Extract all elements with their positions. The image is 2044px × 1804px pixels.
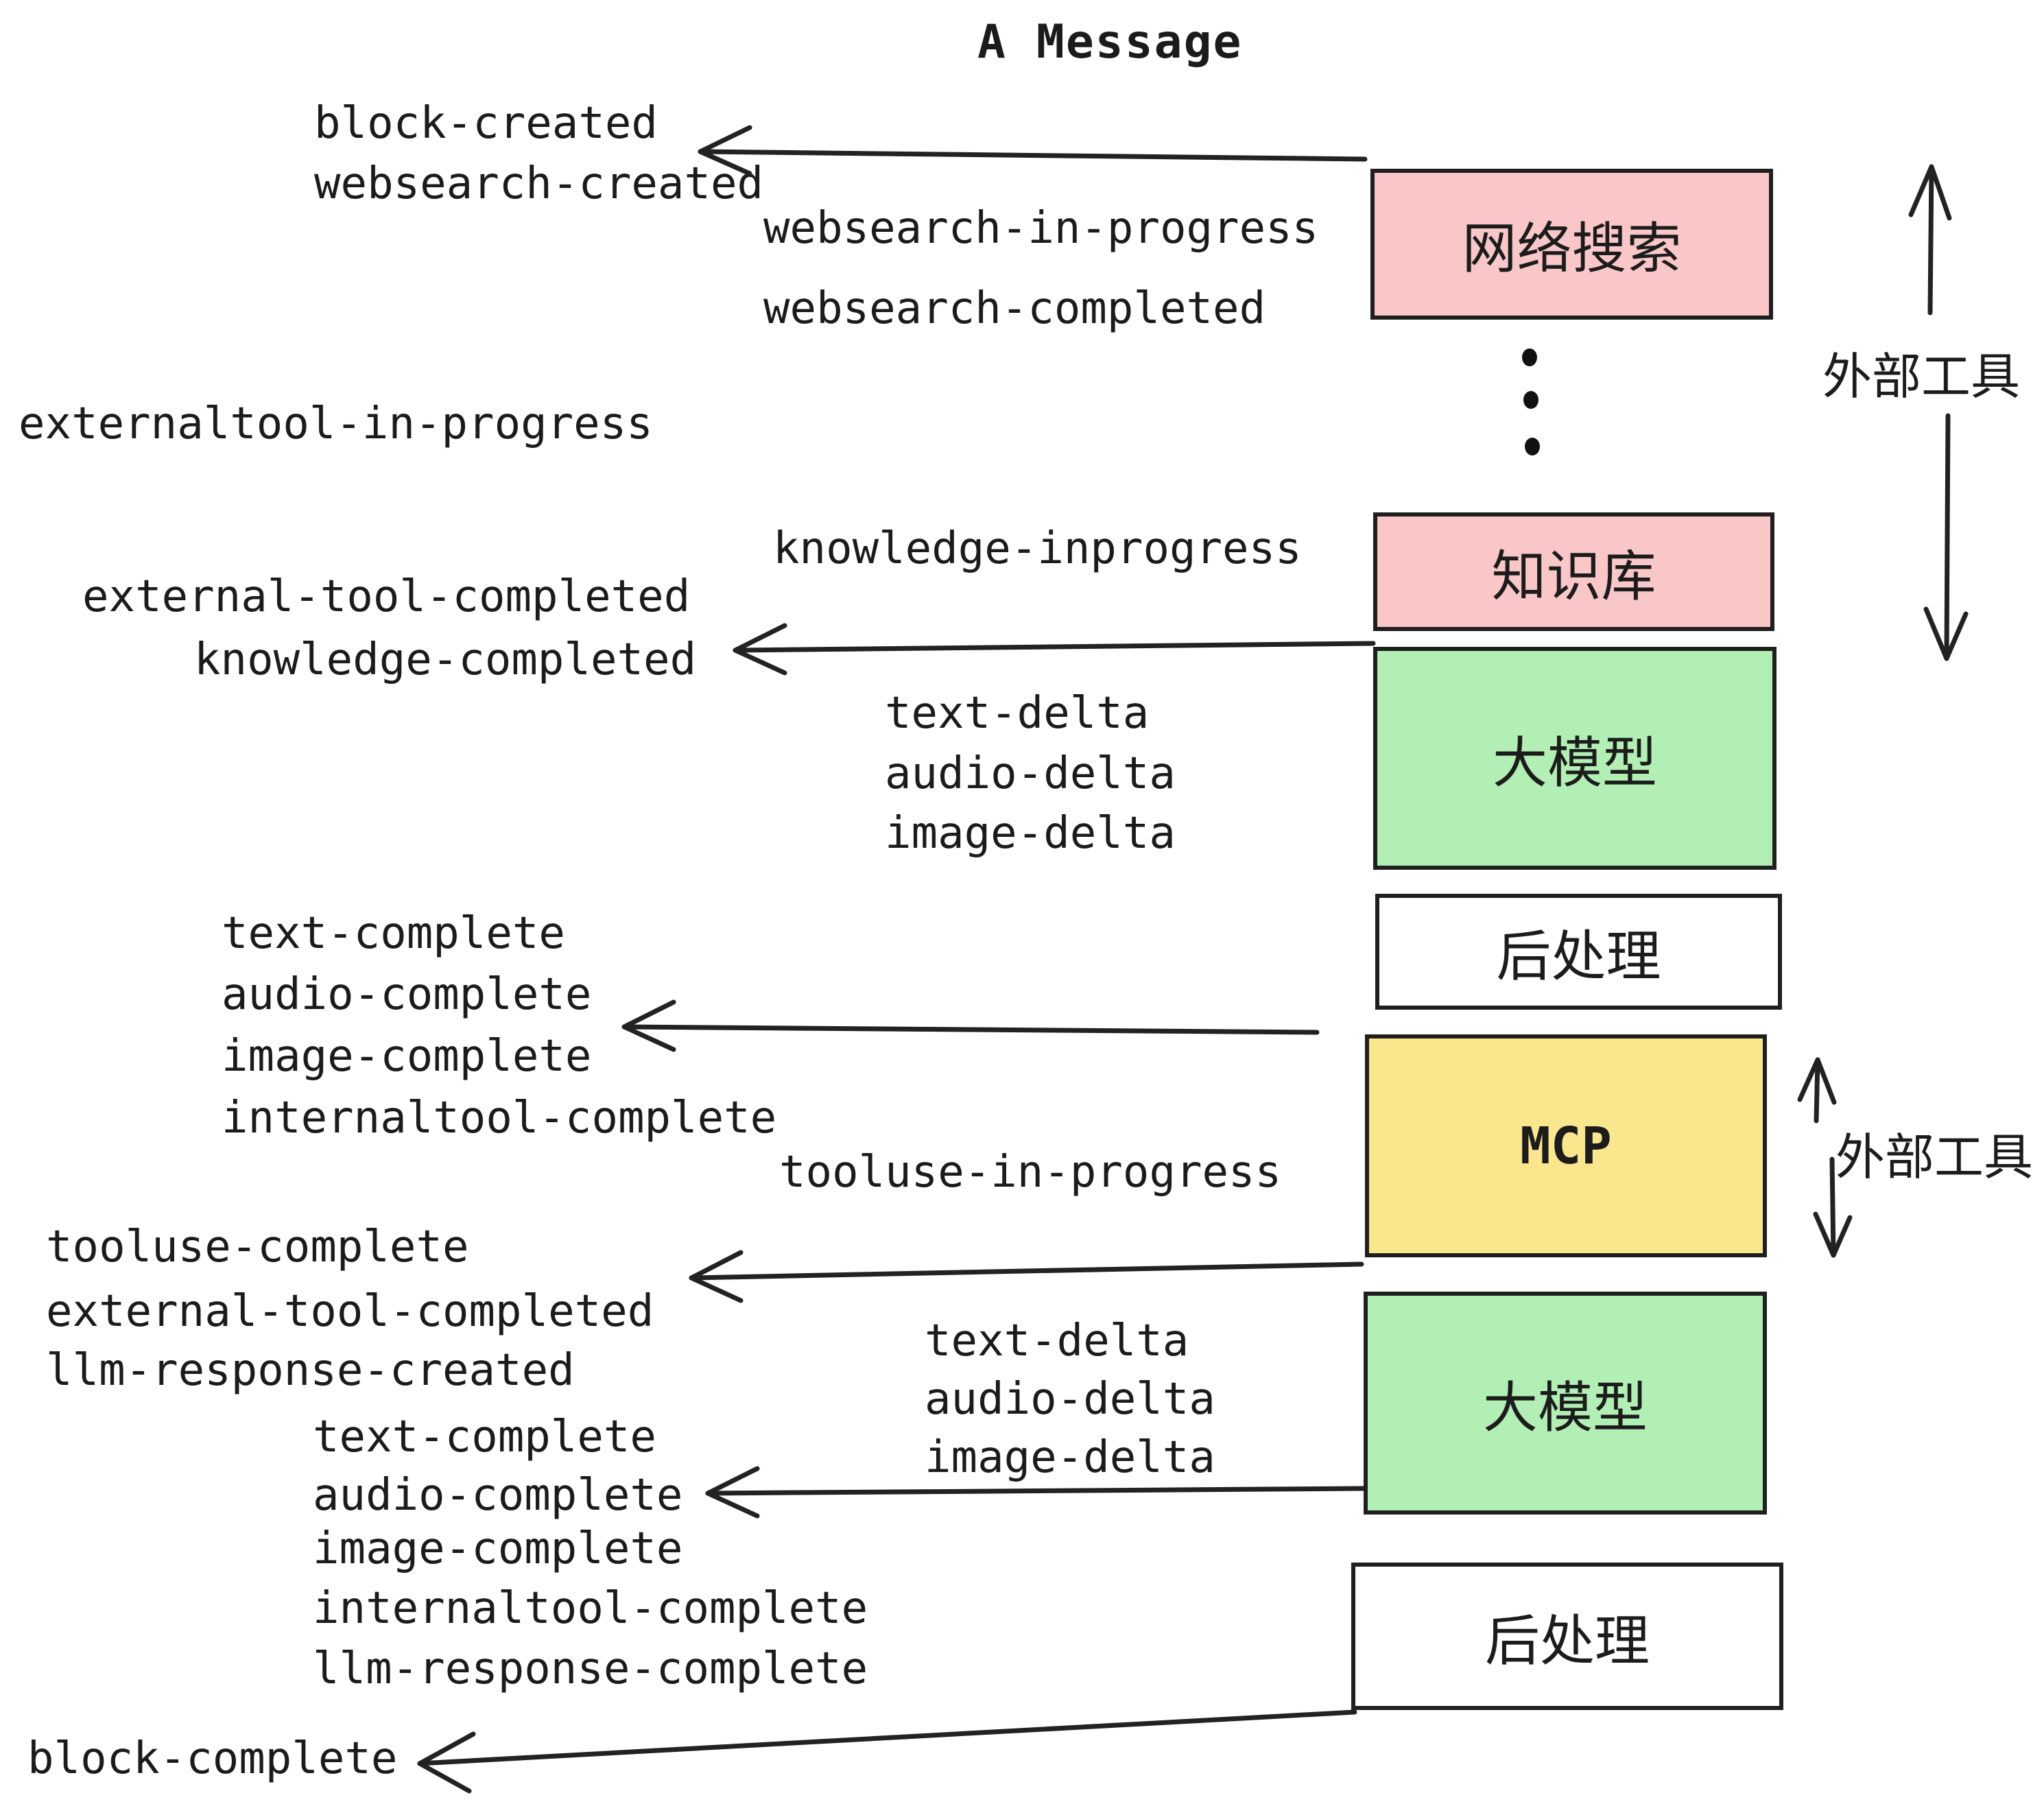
event-label-image-delta: image-delta — [885, 808, 1176, 859]
arrow-to-image-complete — [621, 999, 1320, 1052]
event-label-external-tool-completed-2: external-tool-completed — [46, 1286, 654, 1337]
event-label-block-complete: block-complete — [27, 1733, 398, 1784]
box-llm-2: 大模型 — [1364, 1292, 1767, 1515]
box-websearch-label: 网络搜索 — [1462, 217, 1682, 281]
box-llm-1-label: 大模型 — [1493, 731, 1657, 795]
box-post-2-label: 后处理 — [1485, 1609, 1650, 1673]
event-label-image-delta-2: image-delta — [925, 1432, 1215, 1483]
event-label-tooluse-complete: tooluse-complete — [46, 1222, 469, 1272]
event-label-external-tool-completed: external-tool-completed — [82, 571, 691, 622]
event-label-block-created: block-created — [314, 98, 658, 149]
annotation-external-tools-bottom: 外部工具 — [1835, 1128, 2034, 1186]
box-llm-2-label: 大模型 — [1483, 1375, 1648, 1440]
arrow-to-knowledge-completed — [733, 623, 1376, 676]
arrow-to-tooluse-complete — [689, 1250, 1364, 1303]
box-mcp-label: MCP — [1520, 1116, 1612, 1176]
box-post-2: 后处理 — [1351, 1563, 1783, 1710]
event-label-websearch-completed: websearch-completed — [763, 283, 1266, 334]
ellipsis-dot — [1525, 438, 1540, 455]
event-label-websearch-in-progress: websearch-in-progress — [763, 203, 1319, 254]
event-label-knowledge-inprogress: knowledge-inprogress — [773, 523, 1302, 574]
arrow-down-external-tools-top — [1923, 413, 1969, 661]
arrow-to-audio-complete — [705, 1466, 1366, 1519]
page-title: A Message — [977, 15, 1243, 69]
arrow-up-external-tools-bottom — [1797, 1057, 1837, 1124]
event-label-internaltool-complete: internaltool-complete — [222, 1093, 777, 1143]
event-label-audio-delta: audio-delta — [885, 748, 1176, 799]
arrow-down-external-tools-bottom — [1813, 1156, 1853, 1258]
box-post-1: 后处理 — [1375, 894, 1782, 1010]
event-label-audio-complete: audio-complete — [222, 969, 592, 1020]
event-label-text-delta: text-delta — [885, 688, 1150, 739]
event-label-websearch-created: websearch-created — [314, 158, 764, 209]
box-knowledge: 知识库 — [1373, 512, 1774, 631]
event-label-audio-delta-2: audio-delta — [925, 1374, 1215, 1425]
event-label-image-complete-2: image-complete — [313, 1523, 683, 1574]
event-label-image-complete: image-complete — [222, 1031, 592, 1082]
annotation-external-tools-top: 外部工具 — [1822, 348, 2021, 405]
event-label-text-complete: text-complete — [222, 908, 565, 959]
event-label-text-delta-2: text-delta — [925, 1316, 1189, 1366]
arrow-to-block-created — [698, 125, 1368, 176]
ellipsis-dot — [1523, 391, 1538, 409]
ellipsis-dot — [1522, 348, 1537, 366]
arrow-to-block-complete — [417, 1709, 1357, 1794]
event-label-internaltool-complete-2: internaltool-complete — [313, 1583, 868, 1634]
box-mcp: MCP — [1365, 1034, 1767, 1257]
box-websearch: 网络搜索 — [1370, 169, 1773, 320]
arrow-up-external-tools-top — [1908, 164, 1952, 316]
box-llm-1: 大模型 — [1373, 647, 1776, 870]
event-label-text-complete-2: text-complete — [313, 1412, 656, 1462]
event-label-knowledge-completed: knowledge-completed — [194, 634, 697, 685]
event-label-llm-response-created: llm-response-created — [46, 1345, 575, 1396]
event-label-llm-response-complete: llm-response-complete — [313, 1643, 868, 1694]
event-label-audio-complete-2: audio-complete — [313, 1470, 683, 1521]
event-label-externaltool-in-progress: externaltool-in-progress — [19, 399, 653, 449]
box-knowledge-label: 知识库 — [1491, 544, 1656, 608]
event-label-tooluse-in-progress: tooluse-in-progress — [779, 1147, 1282, 1198]
box-post-1-label: 后处理 — [1496, 924, 1661, 988]
